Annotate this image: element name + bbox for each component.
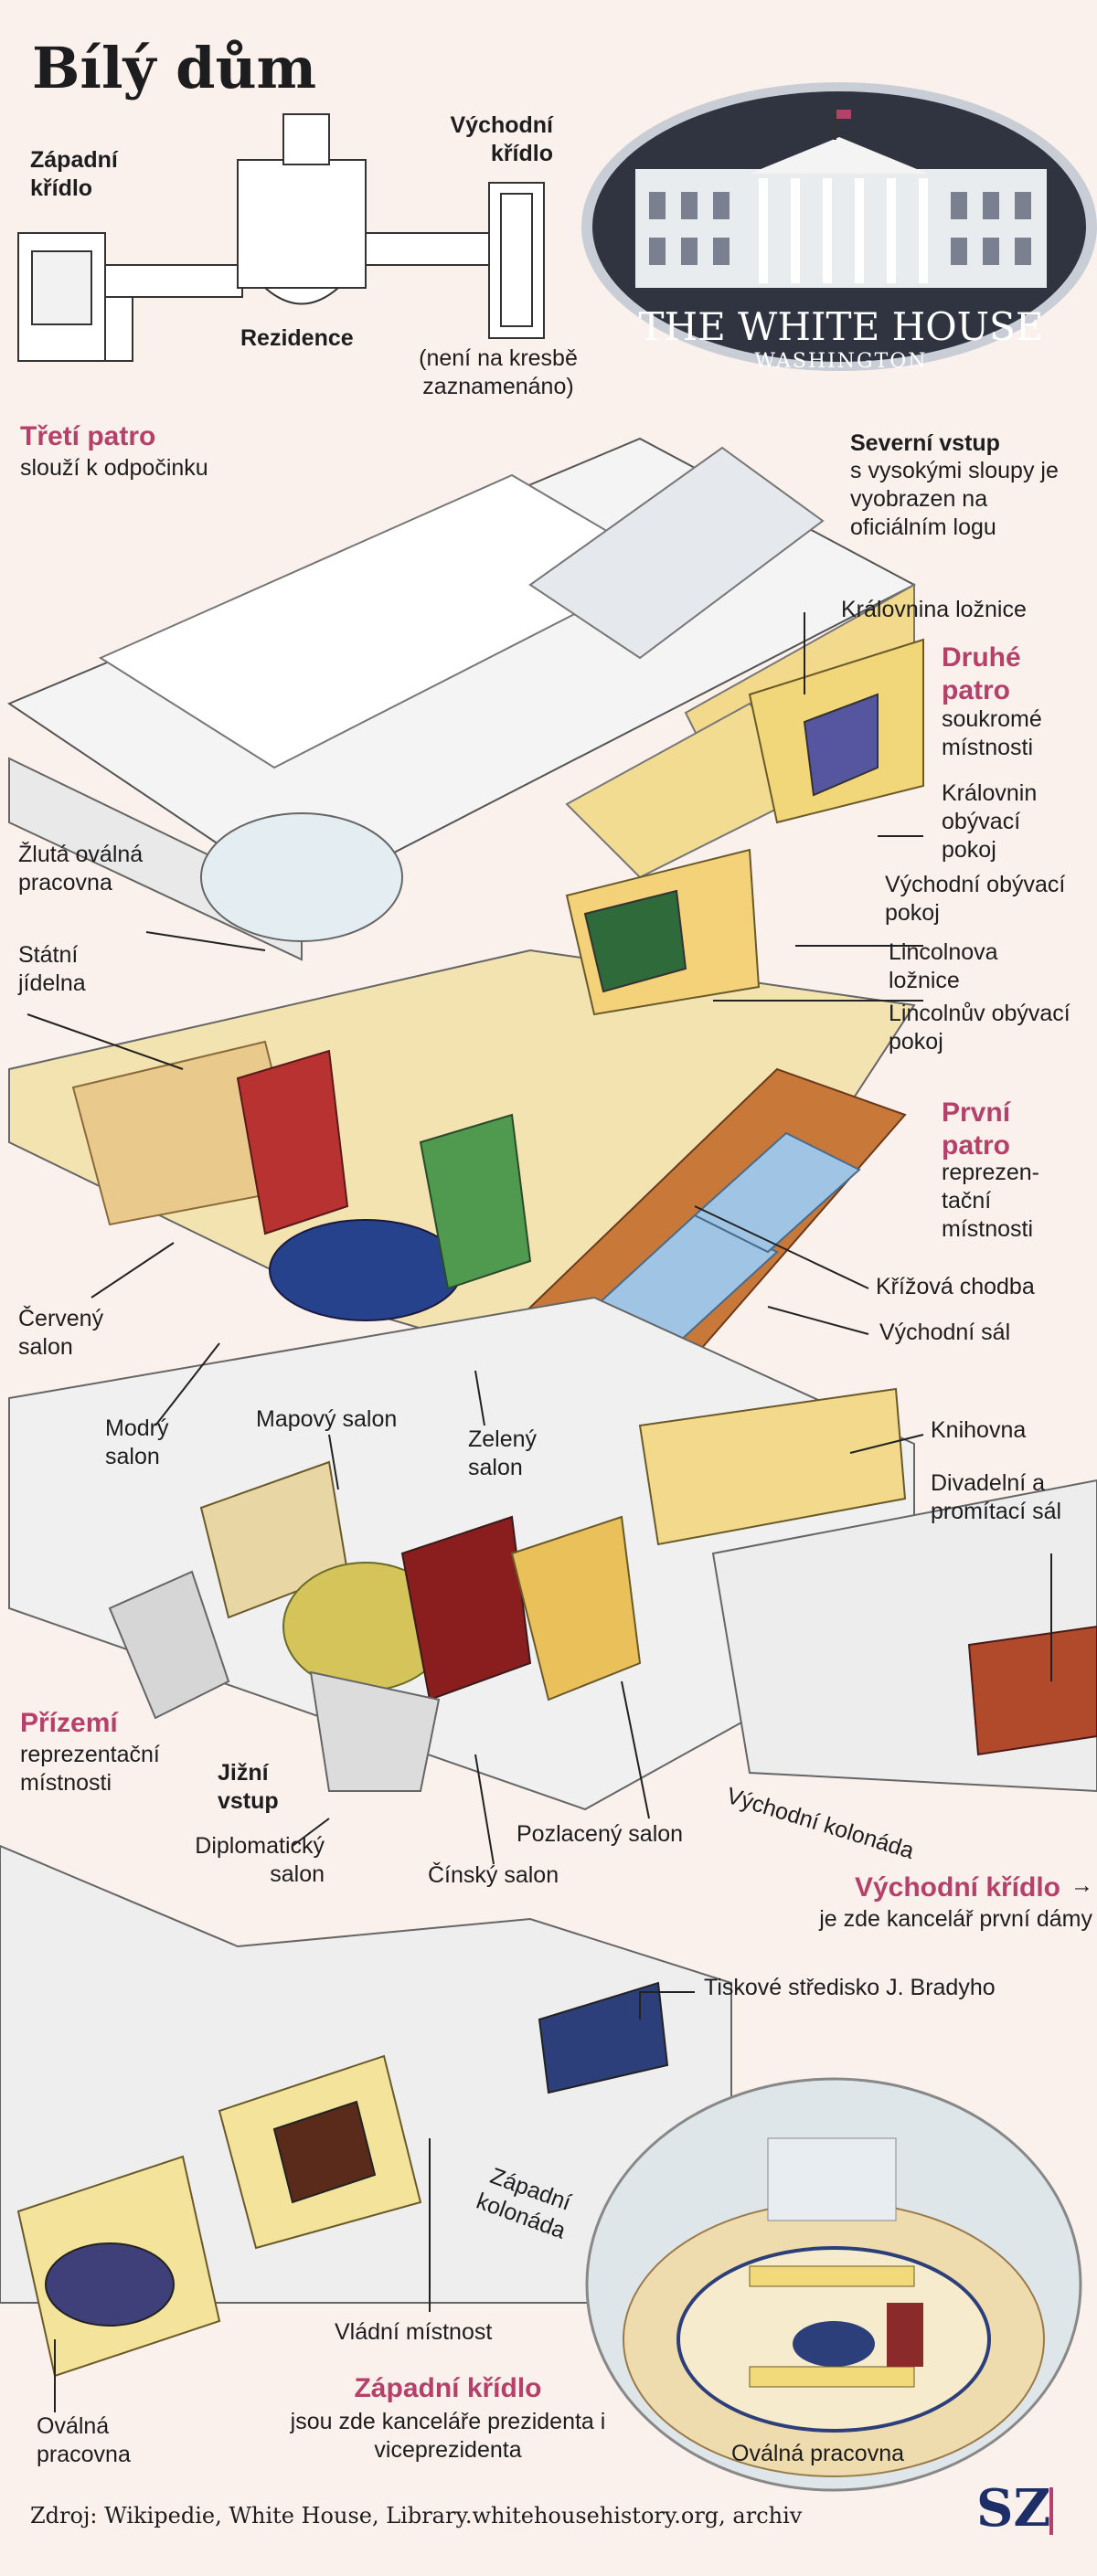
first-floor-desc: reprezen-tační místnosti (942, 1160, 1039, 1242)
label-oval-office-left: Oválná pracovna (37, 2413, 131, 2467)
label-queens-bedroom: Královnina ložnice (841, 597, 1027, 622)
label-map-room: Mapový salon (256, 1406, 398, 1432)
white-house-logo-emblem (581, 82, 1097, 371)
logo-subtitle: WASHINGTON (754, 350, 928, 373)
label-state-dining-room: Státní jídelna (18, 942, 86, 996)
overview-plan (17, 113, 545, 362)
label-blue-room: Modrý salon (105, 1415, 169, 1469)
label-east-room: Východní sál (879, 1320, 1011, 1345)
page-title: Bílý dům (32, 35, 317, 101)
ground-floor-cutaway (8, 1296, 1097, 1811)
first-floor-title: První patro (942, 1097, 1011, 1161)
label-china-room: Čínský salon (428, 1862, 559, 1888)
label-library: Knihovna (931, 1417, 1027, 1443)
second-floor-cutaway (565, 638, 924, 1016)
arrow-right-icon: → (1070, 1872, 1093, 1898)
ground-floor-title: Přízemí (20, 1708, 118, 1738)
west-wing-title: Západní křídlo (354, 2373, 542, 2403)
label-cross-hall: Křížová chodba (876, 1274, 1035, 1299)
brand-accent-bar (1049, 2487, 1053, 2535)
ground-floor-desc: reprezentační místnosti (20, 1742, 160, 1796)
overview-west-wing-label: Západní křídlo (30, 147, 118, 201)
label-yellow-oval-room: Žlutá oválná pracovna (18, 842, 144, 896)
residence-building (6, 437, 917, 961)
logo-title: THE WHITE HOUSE (638, 304, 1044, 349)
leader-lines (27, 612, 1052, 2412)
third-floor-desc: slouží k odpočinku (20, 455, 208, 481)
label-south-entrance: Jižní vstup (218, 1760, 279, 1814)
label-lincoln-sitting-room: Lincolnův obývací pokoj (889, 1001, 1070, 1055)
second-floor-title: Druhé patro (942, 642, 1021, 705)
label-cabinet-room: Vládní místnost (335, 2319, 493, 2345)
east-wing-desc: je zde kancelář první dámy (819, 1906, 1092, 1932)
label-green-room: Zelený salon (468, 1426, 538, 1480)
label-theater: Divadelní a promítací sál (931, 1470, 1062, 1524)
label-oval-office-right: Oválná pracovna (731, 2441, 905, 2466)
label-east-sitting-room: Východní obývací pokoj (885, 872, 1066, 926)
label-vermeil-room: Pozlacený salon (517, 1821, 684, 1847)
third-floor-title: Třetí patro (20, 421, 156, 451)
north-entrance-title: Severní vstup (850, 430, 1000, 456)
second-floor-desc: soukromé místnosti (942, 706, 1042, 760)
overview-not-drawn-note: (není na kresbě zaznamenáno) (419, 345, 578, 399)
label-lincoln-bedroom: Lincolnova ložnice (889, 939, 998, 993)
source-note: Zdroj: Wikipedie, White House, Library.w… (30, 2503, 803, 2528)
west-wing-desc: jsou zde kanceláře prezidenta i viceprez… (290, 2409, 606, 2463)
label-press-center: Tiskové středisko J. Bradyho (704, 1975, 996, 2000)
east-wing-title: Východní křídlo (854, 1872, 1060, 1903)
overview-residence-label: Rezidence (240, 325, 354, 351)
label-red-room: Červený salon (18, 1306, 104, 1360)
north-entrance-desc: s vysokými sloupy je vyobrazen na oficiá… (850, 458, 1059, 540)
overview-east-wing-label: Východní křídlo (450, 112, 553, 166)
label-diplomatic-room: Diplomatický salon (195, 1833, 325, 1887)
brand-logo: SZ (976, 2478, 1051, 2539)
west-wing-cutaway (0, 1844, 732, 2378)
oval-office-inset (585, 2077, 1082, 2492)
label-queens-sitting-room: Královnin obývací pokoj (942, 780, 1038, 863)
